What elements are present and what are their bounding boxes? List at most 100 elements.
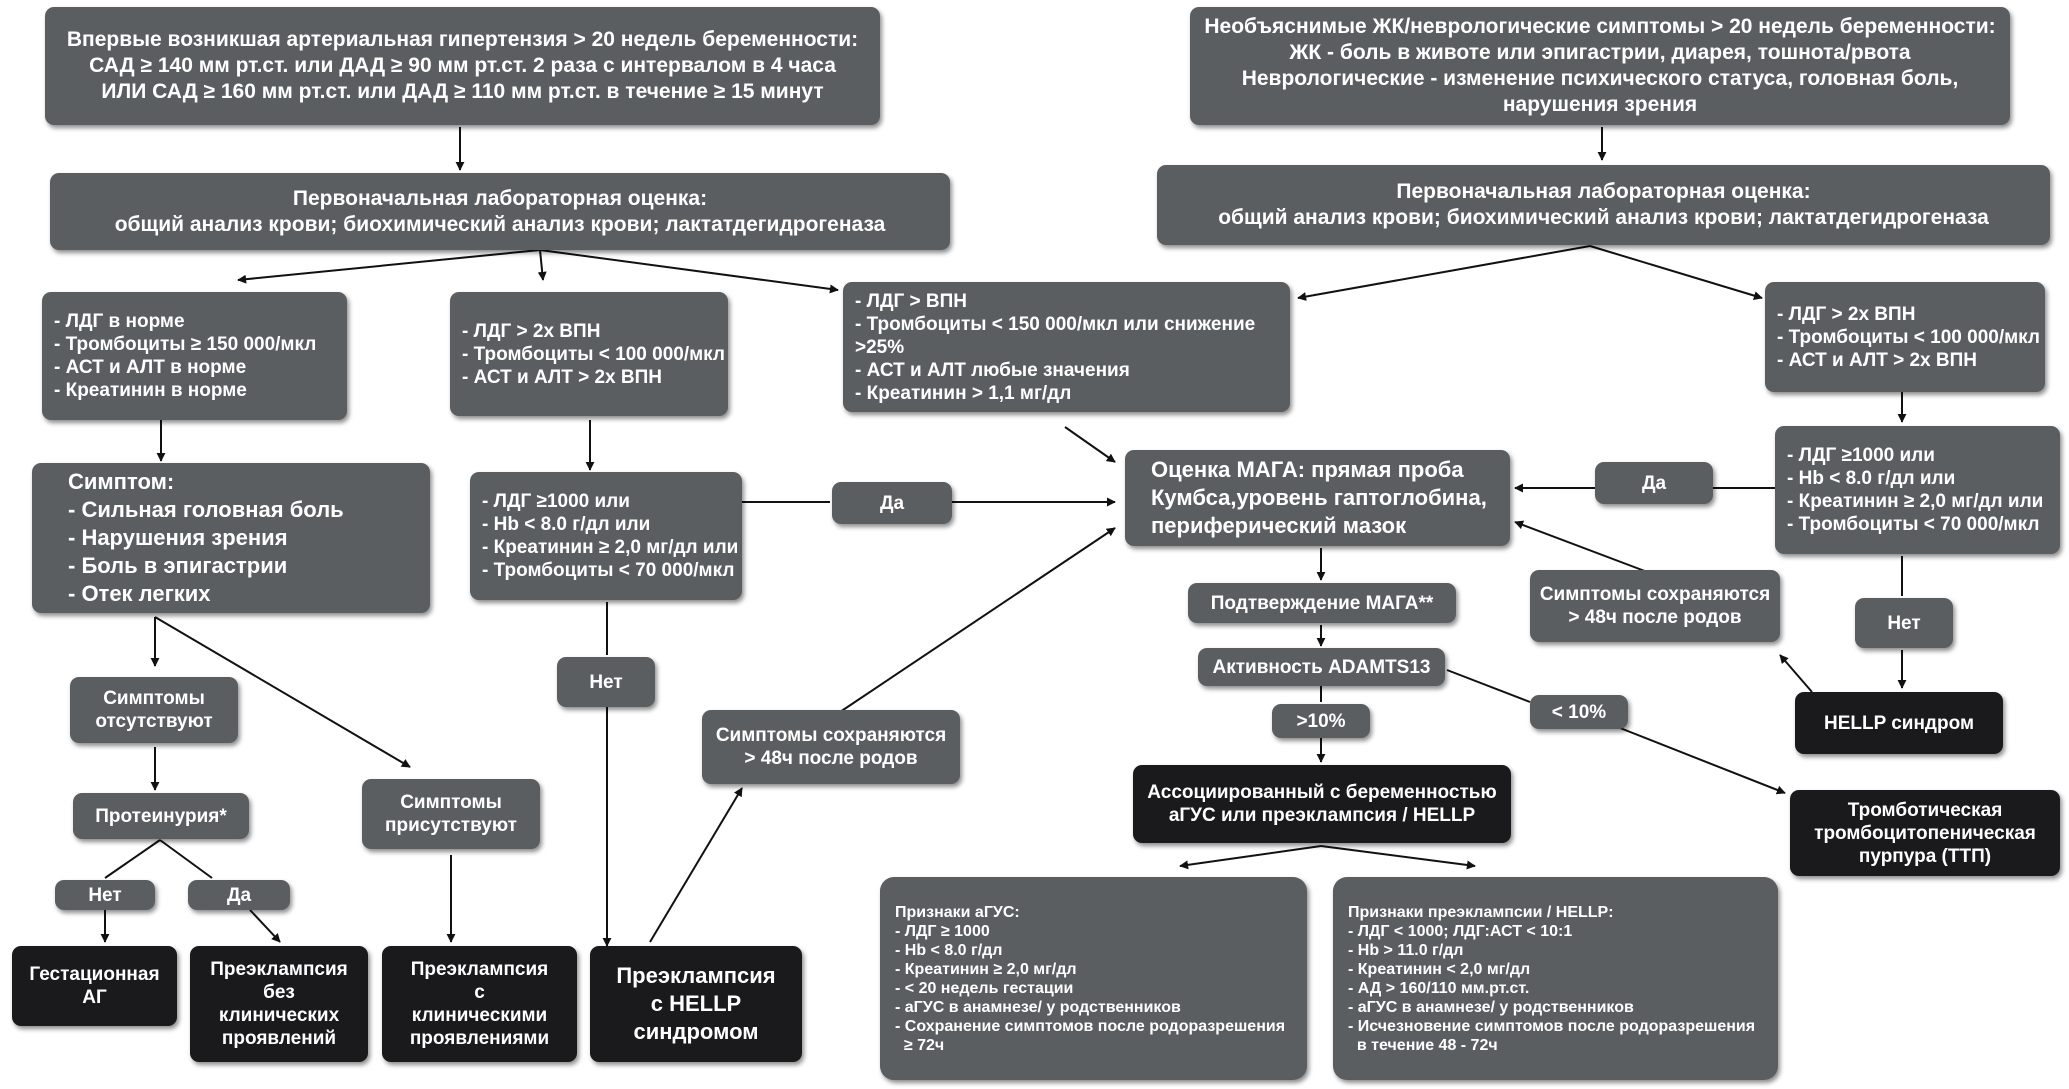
symptom-line: - Боль в эпигастрии [68, 553, 288, 578]
right-header-box: Необъяснимые ЖК/неврологические симптомы… [1190, 7, 2010, 125]
right-yes-text: Да [1641, 472, 1667, 494]
ahus-or-pe-line: аГУС или преэклампсия / HELLP [1168, 805, 1476, 826]
arrow-symptom-to-present [154, 616, 411, 768]
severe-criteria-line: - Hb < 8.0 г/дл или [482, 514, 651, 535]
symptom-line: - Сильная головная боль [68, 497, 344, 522]
pe-signs-line: - Исчезновение симптомов после родоразре… [1348, 1017, 1756, 1035]
arrow-rlab-to-relevated [1589, 245, 1763, 300]
preeclampsia-with-manif-line: клиническими [411, 1005, 548, 1026]
left-yes-text: Да [879, 492, 905, 514]
ahus-signs-line: Признаки аГУС: [895, 903, 1020, 921]
lt10-text: < 10% [1551, 701, 1607, 723]
right-header-line: ЖК - боль в животе или эпигастрии, диаре… [1289, 41, 1911, 64]
gt10-label: >10% [1272, 704, 1370, 738]
right-no-text: Нет [1887, 612, 1921, 634]
persist-left-line: Симптомы сохраняются [715, 725, 947, 746]
arrow-persist-to-maga [839, 527, 1116, 713]
arrow-hellp-to-persist [649, 787, 743, 943]
proteinuria-yes-text: Да [226, 884, 252, 906]
ahus-signs-line: ≥ 72ч [895, 1036, 945, 1054]
pe-signs-line: - аГУС в анамнезе/ у родственников [1348, 998, 1634, 1016]
right-persist-line: > 48ч после родов [1568, 607, 1742, 628]
symptoms-present-line: присутствуют [385, 815, 517, 836]
pe-signs-line: - ЛДГ < 1000; ЛДГ:АСТ < 10:1 [1348, 922, 1573, 940]
left-initial-lab-box: Первоначальная лабораторная оценка: общи… [50, 173, 950, 250]
preeclampsia-no-manif-box: Преэклампсия без клинических проявлений [190, 946, 368, 1062]
symptom-line: - Нарушения зрения [68, 525, 288, 550]
arrow-ahus-to-ahussigns [1179, 845, 1322, 870]
symptoms-absent-line: Симптомы [103, 688, 205, 709]
labs-elevated-box: - ЛДГ > 2х ВПН - Тромбоциты < 100 000/мк… [450, 292, 728, 416]
right-severe-criteria-line: - ЛДГ ≥1000 или [1787, 445, 1935, 466]
symptoms-present-box: Симптомы присутствуют [362, 779, 540, 849]
maga-eval-line: Оценка МАГА: прямая проба [1151, 457, 1464, 482]
symptoms-present-line: Симптомы [400, 792, 502, 813]
ahus-signs-line: - аГУС в анамнезе/ у родственников [895, 998, 1181, 1016]
arrow-hellp-to-rpersist [1779, 654, 1813, 693]
labs-mixed-line: - Креатинин > 1,1 мг/дл [855, 382, 1072, 404]
maga-confirm-text: Подтверждение МАГА** [1210, 592, 1434, 614]
ahus-or-pe-line: Ассоциированный с беременностью [1147, 782, 1497, 803]
right-header-line: Необъяснимые ЖК/неврологические симптомы… [1204, 15, 1996, 38]
left-header-box: Впервые возникшая артериальная гипертенз… [45, 7, 880, 125]
right-persist-line: Симптомы сохраняются [1539, 584, 1771, 605]
left-no-label: Нет [557, 657, 655, 707]
ahus-or-pe-box: Ассоциированный с беременностью аГУС или… [1133, 765, 1511, 843]
preeclampsia-with-manif-box: Преэклампсия с клиническими проявлениями [382, 946, 577, 1062]
maga-eval-line: Кумбса,уровень гаптоглобина, [1151, 485, 1487, 510]
proteinuria-no-label: Нет [55, 880, 155, 910]
pe-signs-line: Признаки преэклампсии / HELLP: [1348, 903, 1614, 921]
arrow-proteinuria-to-yes [159, 839, 213, 879]
arrow-rlab-to-mixed [1297, 245, 1591, 302]
labs-normal-box: - ЛДГ в норме - Тромбоциты ≥ 150 000/мкл… [42, 292, 347, 420]
right-no-label: Нет [1855, 598, 1953, 648]
preeclampsia-hellp-line: синдромом [633, 1019, 759, 1044]
right-labs-elevated-line: - Тромбоциты < 100 000/мкл [1777, 326, 2040, 348]
arrow-lt10-to-ttp [1619, 727, 1786, 795]
preeclampsia-no-manif-line: без [263, 982, 295, 1003]
left-initial-lab-title: Первоначальная лабораторная оценка: [292, 186, 708, 210]
right-persist-postpartum-box: Симптомы сохраняются > 48ч после родов [1530, 570, 1780, 642]
pe-signs-line: в течение 48 - 72ч [1348, 1036, 1498, 1054]
pe-signs-box: Признаки преэклампсии / HELLP: - ЛДГ < 1… [1333, 877, 1778, 1080]
preeclampsia-hellp-box: Преэклампсия с HELLP синдромом [590, 946, 802, 1062]
arrow-lab-to-elevated [537, 249, 547, 281]
proteinuria-yes-label: Да [188, 880, 290, 910]
arrow-lab-to-mixed [539, 249, 839, 294]
proteinuria-text: Протеинурия* [95, 805, 227, 827]
ttp-line: тромбоцитопеническая [1814, 822, 2036, 844]
right-yes-label: Да [1595, 462, 1713, 504]
severe-criteria-line: - Тромбоциты < 70 000/мкл [482, 560, 735, 581]
labs-mixed-line: - ЛДГ > ВПН [855, 290, 967, 312]
gt10-text: >10% [1296, 710, 1346, 732]
severe-criteria-line: - ЛДГ ≥1000 или [482, 491, 630, 512]
labs-elevated-line: - ЛДГ > 2х ВПН [462, 320, 601, 342]
left-yes-label: Да [832, 482, 952, 524]
labs-normal-line: - Креатинин в норме [54, 380, 247, 401]
labs-normal-line: - ЛДГ в норме [54, 311, 185, 332]
left-header-line-3: ИЛИ САД ≥ 160 мм рт.ст. или ДАД ≥ 110 мм… [101, 80, 824, 103]
ahus-signs-line: - Сохранение симптомов после родоразреше… [895, 1017, 1286, 1035]
right-severe-criteria-line: - Тромбоциты < 70 000/мкл [1787, 514, 2040, 535]
maga-confirm-box: Подтверждение МАГА** [1188, 583, 1456, 623]
ttp-line: пурпура (ТТП) [1858, 845, 1992, 867]
ttp-line: Тромботическая [1847, 799, 2003, 821]
symptoms-absent-line: отсутствуют [95, 711, 213, 732]
symptom-title: Симптом: [68, 469, 175, 494]
adamts13-text: Активность ADAMTS13 [1212, 656, 1431, 678]
preeclampsia-with-manif-line: проявлениями [409, 1028, 550, 1049]
labs-elevated-line: - Тромбоциты < 100 000/мкл [462, 343, 725, 365]
arrow-yes-to-preeclampsia [249, 909, 281, 943]
right-labs-elevated-line: - АСТ и АЛТ > 2х ВПН [1777, 349, 1978, 371]
hellp-syndrome-box: HELLP синдром [1795, 692, 2003, 754]
right-header-line: Неврологические - изменение психического… [1241, 67, 1959, 90]
pe-signs-line: - Креатинин < 2,0 мг/дл [1348, 960, 1531, 978]
symptom-line: - Отек легких [68, 581, 211, 606]
proteinuria-box: Протеинурия* [73, 793, 249, 839]
preeclampsia-hellp-line: Преэклампсия [616, 963, 776, 988]
preeclampsia-no-manif-line: проявлений [221, 1028, 337, 1049]
preeclampsia-with-manif-line: с [474, 982, 485, 1003]
right-initial-lab-tests: общий анализ крови; биохимический анализ… [1218, 206, 1989, 229]
adamts13-box: Активность ADAMTS13 [1198, 648, 1445, 686]
right-initial-lab-box: Первоначальная лабораторная оценка: общи… [1157, 165, 2050, 245]
